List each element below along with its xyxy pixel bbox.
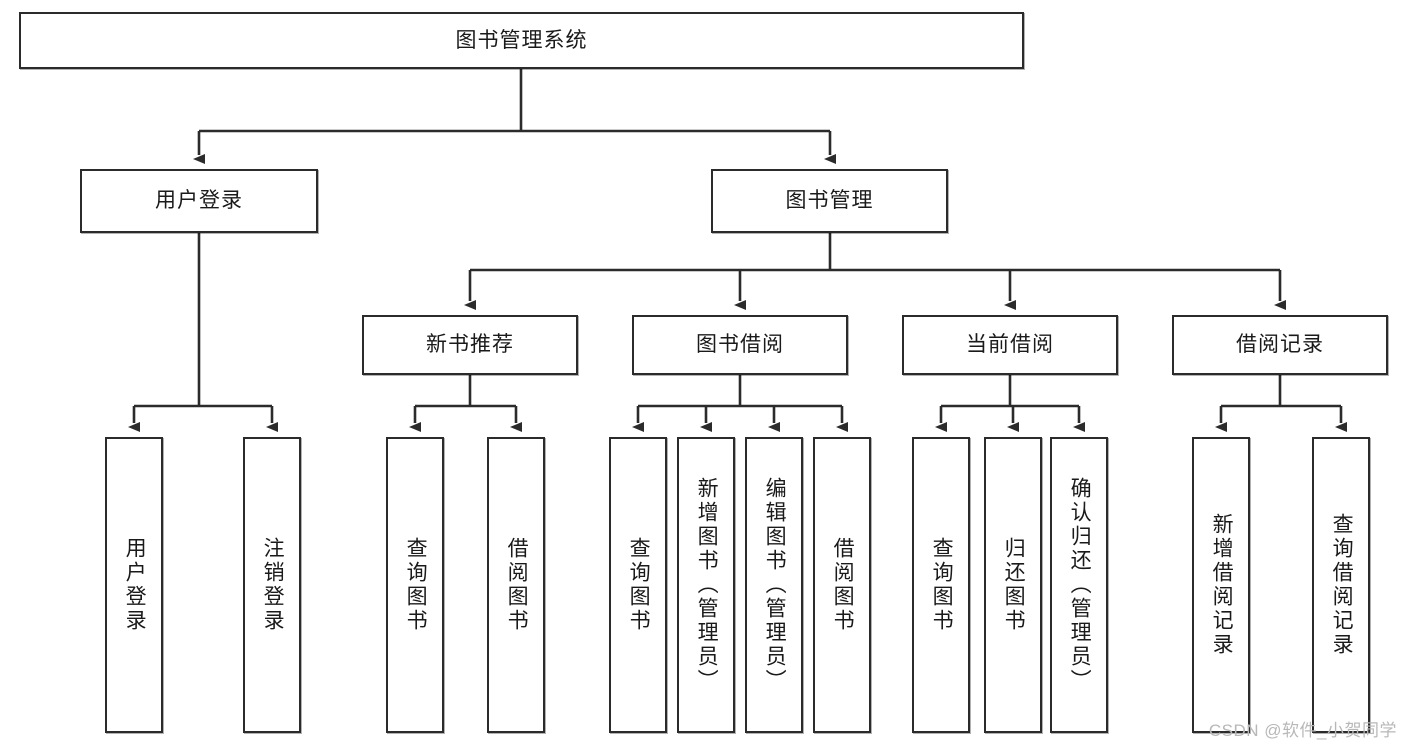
leaf-confirm-return-label: 确认归还（管理员） (1068, 477, 1092, 693)
node-user-login-label: 用户登录 (155, 189, 243, 213)
leaf-add-record[interactable]: 新增借阅记录 (1192, 437, 1250, 733)
node-book-borrow[interactable]: 图书借阅 (632, 315, 848, 375)
node-book-management-label: 图书管理 (785, 189, 874, 213)
node-new-book-recommend-label: 新书推荐 (426, 333, 514, 357)
leaf-confirm-return[interactable]: 确认归还（管理员） (1050, 437, 1108, 733)
leaf-query-book-3-label: 查询图书 (930, 537, 954, 633)
leaf-user-login[interactable]: 用户登录 (105, 437, 163, 733)
leaf-query-record[interactable]: 查询借阅记录 (1312, 437, 1370, 733)
leaf-query-book-1-label: 查询图书 (404, 537, 428, 633)
leaf-borrow-book-1-label: 借阅图书 (505, 537, 529, 633)
node-root-label: 图书管理系统 (455, 28, 588, 52)
leaf-query-book-3[interactable]: 查询图书 (912, 437, 970, 733)
node-book-borrow-label: 图书借阅 (696, 333, 784, 357)
leaf-user-login-label: 用户登录 (123, 537, 147, 633)
leaf-logout-label: 注销登录 (261, 537, 285, 633)
leaf-add-record-label: 新增借阅记录 (1210, 513, 1234, 657)
leaf-borrow-book-1[interactable]: 借阅图书 (487, 437, 545, 733)
node-book-management[interactable]: 图书管理 (711, 169, 948, 233)
watermark: CSDN @软件_小贺同学 (1208, 721, 1397, 740)
node-new-book-recommend[interactable]: 新书推荐 (362, 315, 578, 375)
node-current-borrow[interactable]: 当前借阅 (902, 315, 1118, 375)
leaf-edit-book-label: 编辑图书（管理员） (763, 477, 787, 693)
node-borrow-record-label: 借阅记录 (1236, 333, 1324, 357)
leaf-edit-book[interactable]: 编辑图书（管理员） (745, 437, 803, 733)
leaf-logout[interactable]: 注销登录 (243, 437, 301, 733)
leaf-borrow-book-2-label: 借阅图书 (831, 537, 855, 633)
leaf-return-book-label: 归还图书 (1002, 537, 1026, 633)
leaf-query-book-1[interactable]: 查询图书 (386, 437, 444, 733)
node-root[interactable]: 图书管理系统 (19, 12, 1024, 69)
node-user-login[interactable]: 用户登录 (80, 169, 318, 233)
leaf-borrow-book-2[interactable]: 借阅图书 (813, 437, 871, 733)
leaf-return-book[interactable]: 归还图书 (984, 437, 1042, 733)
leaf-add-book-label: 新增图书（管理员） (695, 477, 719, 693)
leaf-query-record-label: 查询借阅记录 (1330, 513, 1354, 657)
leaf-query-book-2-label: 查询图书 (627, 537, 651, 633)
leaf-query-book-2[interactable]: 查询图书 (609, 437, 667, 733)
node-current-borrow-label: 当前借阅 (966, 333, 1054, 357)
node-borrow-record[interactable]: 借阅记录 (1172, 315, 1388, 375)
leaf-add-book[interactable]: 新增图书（管理员） (677, 437, 735, 733)
